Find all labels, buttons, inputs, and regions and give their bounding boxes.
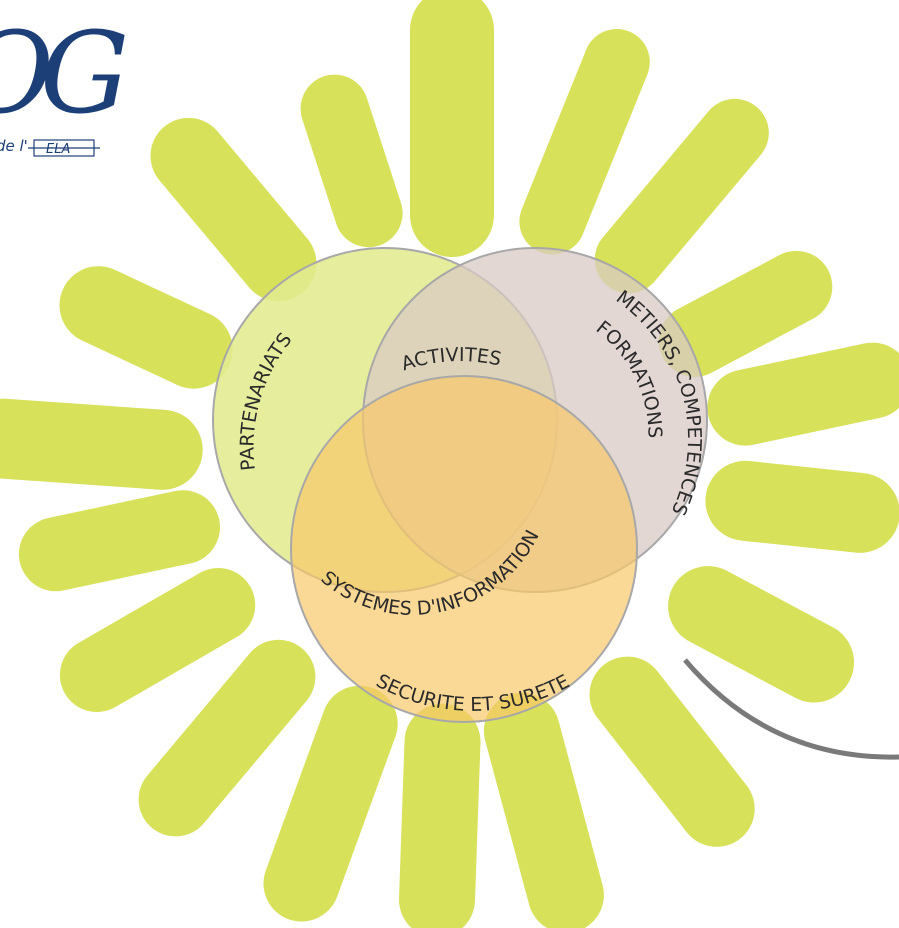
securite-circle (290, 375, 638, 723)
sun-ray-17 (150, 117, 317, 302)
sun-ray-7 (668, 566, 854, 703)
sun-ray-16 (59, 266, 233, 389)
sun-ray-6 (705, 460, 899, 553)
sun-ray-2 (519, 29, 650, 255)
sun-ray-8 (589, 656, 755, 847)
sun-ray-18 (300, 74, 403, 248)
sun-ray-14 (18, 490, 220, 592)
sun-ray-3 (594, 98, 769, 294)
sun-ray-10 (399, 703, 481, 928)
sun-ray-5 (707, 342, 899, 446)
sun-ray-13 (59, 568, 256, 712)
sun-ray-12 (138, 639, 316, 837)
logo-letters: OG (0, 9, 125, 139)
decorative-arc (683, 658, 899, 760)
logo-boxed-text: ELA (46, 142, 70, 157)
sun-ray-11 (263, 685, 398, 922)
logo: OG de l' ELA (0, 9, 139, 157)
logo-caption: de l' (0, 137, 28, 155)
sun-ray-9 (483, 692, 604, 928)
sun-ray-15 (0, 398, 203, 490)
sun-ray-4 (658, 250, 833, 377)
